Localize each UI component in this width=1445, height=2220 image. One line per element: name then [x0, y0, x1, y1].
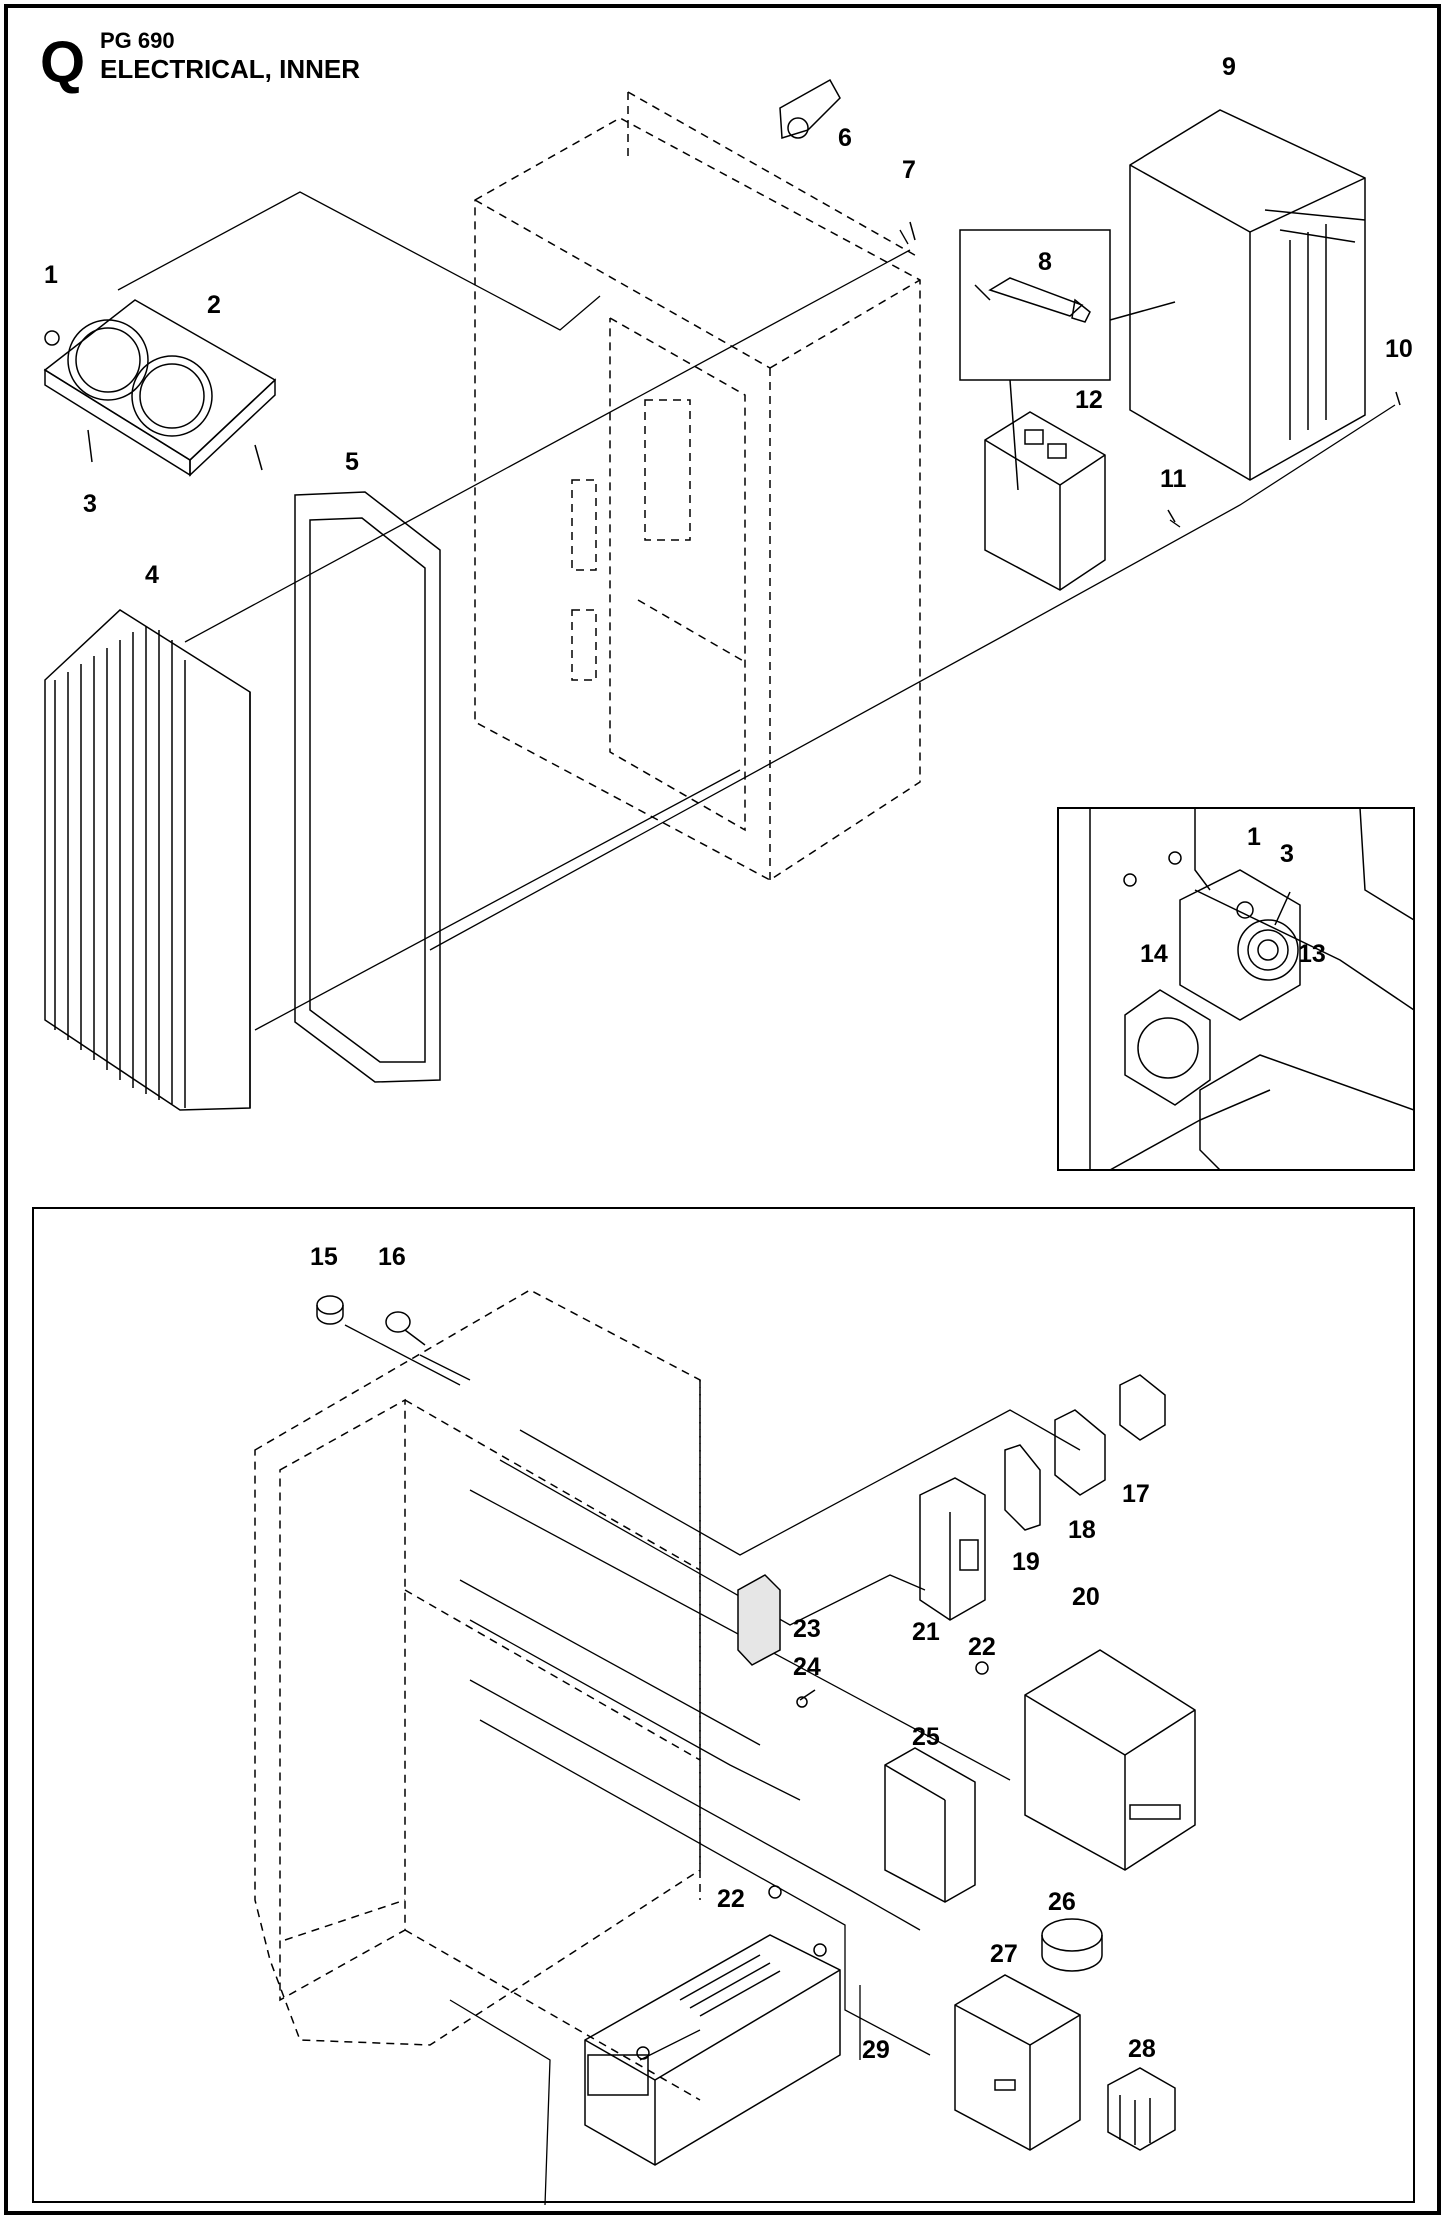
cable-gland-16	[385, 1311, 426, 1346]
screw-3	[87, 429, 93, 463]
nut-1-detail	[1236, 901, 1254, 919]
callout-4: 4	[145, 561, 159, 589]
heat-sink-4	[44, 609, 251, 1111]
fan-14	[1124, 989, 1211, 1106]
callout-29: 29	[862, 2036, 890, 2064]
end-plate-19	[1004, 1444, 1041, 1531]
page-title: ELECTRICAL, INNER	[100, 54, 360, 84]
lower-panel-frame	[32, 1207, 1415, 2203]
callout-3: 3	[83, 490, 97, 518]
circuit-breaker-21	[919, 1477, 986, 1621]
terminal-clip-18	[1054, 1409, 1106, 1496]
nut-22a	[975, 1661, 989, 1675]
callout-13: 13	[1298, 940, 1326, 968]
callout-12: 12	[1075, 386, 1103, 414]
power-supply-20	[1024, 1649, 1196, 1871]
screw-11	[1167, 509, 1176, 523]
outer-frame	[4, 4, 1441, 2215]
callout-1: 1	[44, 261, 58, 289]
gasket-5	[294, 491, 441, 1083]
coil-26	[1041, 1918, 1103, 1972]
detail-inset-frame	[1057, 807, 1415, 1171]
callout-15: 15	[310, 1243, 338, 1271]
screw-24	[799, 1689, 816, 1701]
emc-filter-29	[584, 1934, 841, 2166]
detail-inset-drawing	[1089, 807, 1415, 1171]
lower-leader-lines	[344, 1324, 1081, 2206]
section-letter: Q	[40, 30, 85, 95]
callout-18: 18	[1068, 1516, 1096, 1544]
callout-26: 26	[1048, 1888, 1076, 1916]
page-code: PG 690	[100, 28, 175, 53]
upper-leader-lines	[117, 191, 1396, 1031]
callout-22a: 22	[968, 1633, 996, 1661]
contactor-27	[954, 1974, 1081, 2151]
nut-22b	[768, 1885, 782, 1899]
enclosure-dashed	[254, 1289, 701, 2101]
lower-assembly	[254, 1289, 1196, 2206]
callout-3-detail: 3	[1280, 840, 1294, 868]
callout-17: 17	[1122, 1480, 1150, 1508]
detail-component-block	[1199, 1054, 1415, 1171]
screw-3b	[254, 444, 263, 471]
callout-14: 14	[1140, 940, 1168, 968]
callout-23: 23	[793, 1615, 821, 1643]
screw-7	[909, 221, 916, 241]
callout-21: 21	[912, 1618, 940, 1646]
relay-module-25	[884, 1747, 976, 1903]
terminal-clip-17	[1119, 1374, 1166, 1441]
fan-plate-13	[1179, 869, 1301, 1021]
callout-16: 16	[378, 1243, 406, 1271]
inverter-cover-9	[1129, 109, 1366, 481]
callout-11: 11	[1160, 465, 1187, 493]
callout-27: 27	[990, 1940, 1018, 1968]
callout-5: 5	[345, 448, 359, 476]
cabinet-housing-dashed	[474, 91, 921, 881]
auxiliary-contact-28	[1107, 2067, 1176, 2151]
bracket-6	[779, 78, 841, 139]
callout-6: 6	[838, 124, 852, 152]
callout-7: 7	[902, 156, 916, 184]
cap-15	[316, 1295, 344, 1325]
module-12	[984, 411, 1106, 591]
callout-25: 25	[912, 1723, 940, 1751]
callout-labels: 1 2 3 4 5 6 7 8 9 10 11 12 1 3 13 14 15 …	[44, 53, 1413, 2064]
callout-9: 9	[1222, 53, 1236, 81]
callout-1-detail: 1	[1247, 823, 1261, 851]
callout-24: 24	[793, 1653, 821, 1681]
callout-2: 2	[207, 291, 221, 319]
thermal-paste-syringe-8	[959, 229, 1176, 491]
upper-assembly	[43, 78, 1401, 1111]
callout-19: 19	[1012, 1548, 1040, 1576]
callout-8: 8	[1038, 248, 1052, 276]
callout-10: 10	[1385, 335, 1413, 363]
fan-grille-13	[1237, 919, 1299, 981]
callout-28: 28	[1128, 2035, 1156, 2063]
block-23	[737, 1574, 781, 1666]
screw-3-detail	[1274, 891, 1291, 926]
screw-1	[44, 330, 60, 346]
screw-10	[1395, 391, 1401, 406]
callout-20: 20	[1072, 1583, 1100, 1611]
twin-fan-assembly-2	[43, 299, 277, 477]
callout-22b: 22	[717, 1885, 745, 1913]
